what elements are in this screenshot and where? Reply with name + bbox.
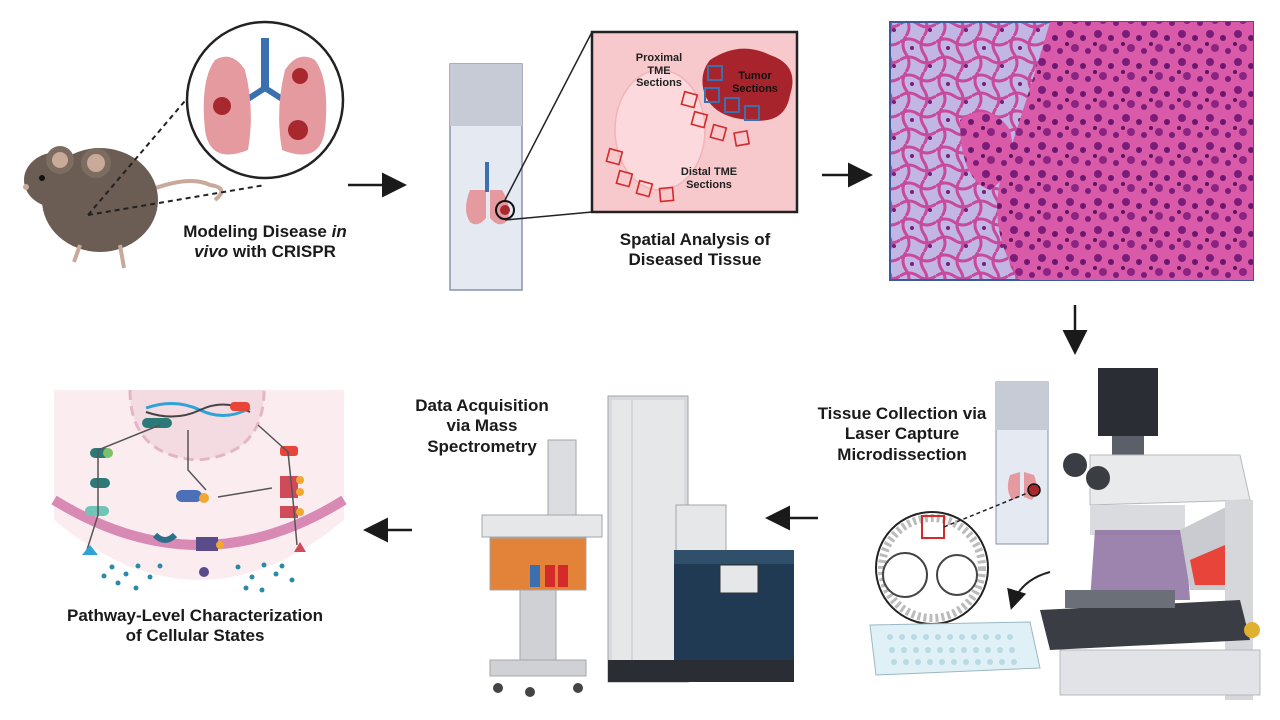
well-plate-icon: [869, 621, 1041, 676]
distal-label: Distal TME Sections: [680, 166, 738, 191]
cell-pathway-icon: [51, 389, 347, 593]
microscope-icon: [1040, 368, 1261, 700]
tissue-magnifier-icon: [875, 511, 989, 625]
collection-slide-icon: [995, 381, 1049, 545]
modeling-label: Modeling Disease in vivo with CRISPR: [183, 222, 347, 262]
histology-image: [889, 21, 1254, 281]
proximal-label: Proximal TME Sections: [635, 52, 683, 90]
pathway-label: Pathway-Level Characterization of Cellul…: [66, 606, 324, 646]
mass-spectrometer-icon: [481, 395, 794, 697]
tissue-inset: [590, 30, 799, 214]
lungs-icon: [185, 20, 345, 180]
tissue-collection-label: Tissue Collection via Laser Capture Micr…: [817, 404, 987, 464]
data-acquisition-label: Data Acquisition via Mass Spectrometry: [415, 396, 549, 456]
spatial-analysis-label: Spatial Analysis of Diseased Tissue: [619, 230, 771, 270]
tumor-label: Tumor Sections: [732, 70, 778, 95]
slide-icon: [449, 63, 523, 291]
